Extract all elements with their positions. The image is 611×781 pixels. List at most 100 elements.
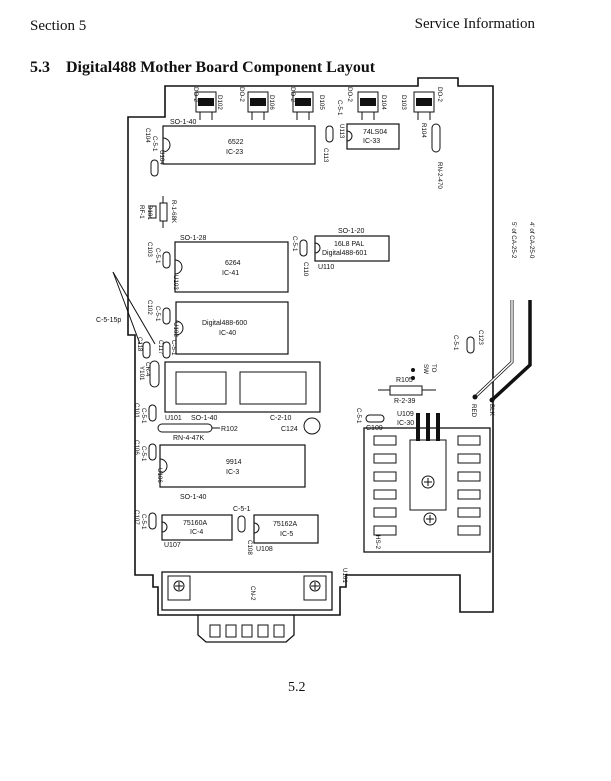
red-label: RED — [470, 404, 477, 418]
svg-text:U107: U107 — [164, 542, 181, 549]
svg-text:IC-40: IC-40 — [219, 330, 236, 337]
u104-label: U104 — [158, 150, 165, 165]
c101-label: C101 — [133, 403, 140, 418]
capacitor-c110 — [299, 239, 308, 257]
service-info-label: Service Information — [414, 16, 535, 32]
section-label: Section 5 — [30, 18, 87, 34]
svg-text:IC-33: IC-33 — [363, 138, 380, 145]
c110-label: C110 — [302, 262, 309, 277]
section-title-text: Digital488 Mother Board Component Layout — [66, 59, 376, 76]
d101-label: D101 — [146, 205, 153, 220]
sw-label: SW — [422, 364, 429, 374]
board-outline — [127, 77, 494, 616]
u101b-label: U101 — [341, 568, 348, 583]
connector-cn-2: CN-2 — [161, 571, 333, 643]
svg-text:U101: U101 — [165, 415, 182, 422]
capacitor-c101 — [148, 404, 157, 422]
svg-text:Digital488-600: Digital488-600 — [202, 320, 247, 327]
c107-label: C107 — [133, 510, 140, 525]
c5-c107-label: C-5-1 — [140, 514, 147, 530]
svg-text:IC-23: IC-23 — [226, 149, 243, 156]
u102-label: U102 — [172, 322, 179, 337]
svg-text:SO-1-40: SO-1-40 — [180, 494, 207, 501]
page-number: 5.2 — [288, 680, 306, 695]
svg-text:D105: D105 — [318, 95, 325, 110]
ic-23-6522: SO-1-40 6522 IC-23 — [162, 119, 316, 165]
section-title: 5.3 Digital488 Mother Board Component Lay… — [30, 59, 375, 77]
svg-text:9914: 9914 — [226, 459, 242, 466]
ca25-2-label: 5' of CA-25-2 — [510, 222, 517, 259]
ic-3-9914: 9914 IC-3 SO-1-40 — [159, 444, 306, 501]
c5-c103-label: C-5-1 — [154, 248, 161, 264]
r104-label: R104 — [420, 123, 427, 138]
resistor-rn-2-470 — [431, 123, 441, 153]
sw-to-label: TO — [430, 364, 437, 373]
svg-text:75162A: 75162A — [273, 521, 297, 528]
svg-text:SO-1-28: SO-1-28 — [180, 235, 207, 242]
c5-c108-label: C-5-1 — [233, 506, 251, 513]
c103-label: C103 — [146, 242, 153, 257]
c5-c101-label: C-5-1 — [140, 408, 147, 424]
svg-text:DO-2: DO-2 — [436, 87, 443, 102]
c117-label: C117 — [157, 340, 164, 355]
svg-text:CN-2: CN-2 — [249, 586, 256, 601]
svg-text:SO-1-20: SO-1-20 — [338, 228, 365, 235]
resistor-r1 — [159, 202, 168, 222]
svg-text:6264: 6264 — [225, 260, 241, 267]
u113-label: U113 — [338, 124, 345, 139]
c113-label: C113 — [322, 148, 329, 163]
capacitor-c109 — [365, 414, 385, 423]
svg-text:D103: D103 — [400, 95, 407, 110]
svg-text:U108: U108 — [256, 546, 273, 553]
c124-label: C124 — [281, 426, 298, 433]
c5-c117-label: C-5-1 — [170, 340, 177, 356]
svg-text:75160A: 75160A — [183, 520, 207, 527]
capacitor-c103 — [162, 251, 171, 269]
diode-d101 — [149, 205, 157, 219]
ic-5-75162a: 75162A IC-5 U108 — [253, 514, 319, 553]
svg-text:DO-2: DO-2 — [289, 87, 296, 102]
ic-4-75160a: 75160A IC-4 U107 — [161, 514, 233, 549]
r2-39-label: R-2-39 — [394, 398, 416, 405]
ic-40-digital488-600: Digital488-600 IC-40 — [175, 301, 289, 355]
c123-label: C123 — [477, 330, 484, 345]
svg-text:D102: D102 — [216, 95, 223, 110]
c106-label: C106 — [133, 440, 140, 455]
svg-text:D106: D106 — [268, 95, 275, 110]
capacitor-c102 — [162, 307, 171, 325]
blk-label: BLK — [488, 404, 495, 417]
capacitor-c106 — [148, 443, 157, 461]
c5-top-label: C-5-1 — [336, 100, 343, 116]
c5-c106-label: C-5-1 — [140, 446, 147, 462]
u103-label: U103 — [172, 275, 179, 290]
svg-text:D104: D104 — [380, 95, 387, 110]
ca25-0-label: 4' of CA-25-0 — [528, 222, 535, 259]
c2-10-label: C-2-10 — [270, 415, 292, 422]
c108-label: C108 — [246, 540, 253, 555]
y101-label: Y101 — [138, 366, 145, 381]
capacitor-c123 — [466, 336, 475, 354]
pointer-line-1 — [112, 271, 141, 345]
crystal-cr-4 — [149, 360, 160, 388]
capacitor-c108 — [237, 515, 246, 533]
ic-41-6264: SO-1-28 6264 IC-41 — [174, 235, 289, 293]
svg-text:IC-41: IC-41 — [222, 270, 239, 277]
r102-label: R102 — [221, 426, 238, 433]
section-number: 5.3 — [30, 59, 50, 76]
led-d102: DO-2 D102 — [192, 87, 223, 120]
svg-text:DO-2: DO-2 — [192, 87, 199, 102]
heat-sink-hs-2 — [363, 413, 491, 553]
c102-label: C102 — [146, 300, 153, 315]
capacitor-c117 — [162, 341, 171, 359]
cr4-label: CR-4 — [144, 362, 151, 377]
capacitor-c113 — [325, 125, 334, 143]
svg-text:SO-1-40: SO-1-40 — [191, 415, 218, 422]
led-d104: DO-2 D104 — [346, 87, 387, 120]
ic-16l8-pal: SO-1-20 16L8 PAL Digital488-601 U110 — [314, 228, 390, 271]
c5-c102-label: C-5-1 — [154, 306, 161, 322]
led-d105: DO-2 D105 — [289, 87, 325, 120]
svg-text:DO-2: DO-2 — [238, 87, 245, 102]
module-u101: U101 SO-1-40 — [164, 361, 321, 422]
svg-text:IC-3: IC-3 — [226, 469, 239, 476]
